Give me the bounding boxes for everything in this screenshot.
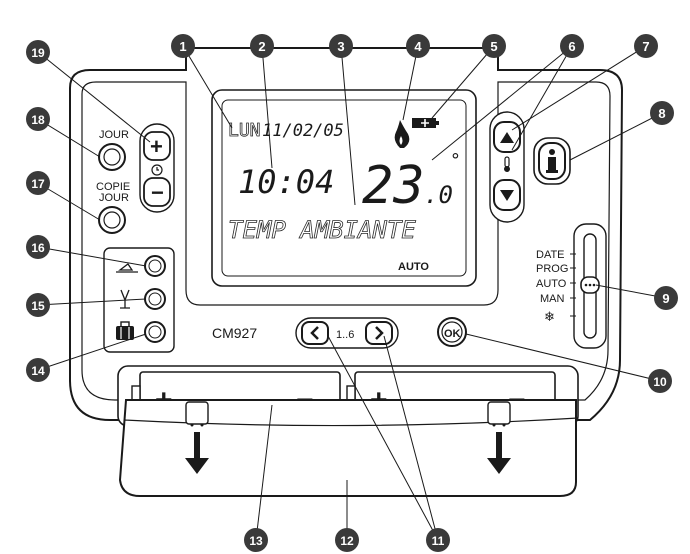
svg-text:2: 2 — [258, 39, 265, 54]
model-label: CM927 — [212, 325, 257, 341]
mode-slider-knob[interactable] — [580, 276, 600, 294]
callout-leaders — [37, 45, 667, 541]
lcd-time: 10:04 — [238, 163, 334, 201]
flame-icon-inner — [399, 136, 403, 145]
lcd-day: LUN — [228, 120, 261, 141]
program-next-button[interactable] — [365, 321, 393, 345]
callout-15: 15 — [26, 293, 50, 317]
callout-9: 9 — [654, 286, 678, 310]
day-off-button[interactable] — [144, 288, 166, 310]
suitcase-icon — [116, 321, 134, 340]
callout-7: 7 — [634, 34, 658, 58]
callout-8: 8 — [650, 101, 674, 125]
svg-text:14: 14 — [31, 364, 45, 378]
lcd-mode: AUTO — [398, 261, 429, 273]
copy-day-label-line2: JOUR — [99, 192, 129, 204]
lcd-temperature: 23 — [362, 156, 425, 216]
callout-16: 16 — [26, 235, 50, 259]
mode-label-date: DATE — [536, 249, 565, 261]
callout-3: 3 — [329, 34, 353, 58]
lcd-date: 11/02/05 — [262, 121, 344, 141]
callout-6: 6 — [560, 34, 584, 58]
svg-text:15: 15 — [31, 299, 45, 313]
svg-text:10: 10 — [653, 375, 667, 389]
mode-label-prog: PROG — [536, 263, 568, 275]
svg-text:6: 6 — [568, 39, 575, 54]
callout-12: 12 — [335, 528, 359, 552]
party-button[interactable] — [144, 255, 166, 277]
callout-19: 19 — [26, 40, 50, 64]
program-range-label: 1..6 — [336, 329, 354, 341]
cover-tab-left — [185, 401, 209, 427]
cover-tab-right — [487, 401, 511, 427]
clock-icon — [151, 164, 163, 176]
holiday-button[interactable] — [144, 321, 166, 343]
battery-icon — [412, 118, 439, 128]
svg-text:8: 8 — [658, 106, 665, 121]
svg-text:+: + — [150, 134, 163, 159]
svg-text:11: 11 — [432, 534, 445, 548]
svg-text:7: 7 — [642, 39, 649, 54]
day-button[interactable] — [98, 143, 126, 171]
svg-text:9: 9 — [662, 291, 669, 306]
party-icon — [116, 263, 138, 273]
svg-text:18: 18 — [31, 113, 45, 127]
lcd-degree: ° — [450, 150, 461, 171]
svg-text:4: 4 — [414, 39, 422, 54]
callout-10: 10 — [648, 369, 672, 393]
flame-icon — [394, 120, 410, 148]
mode-label-frost: ❄ — [544, 309, 555, 324]
ok-button[interactable]: OK — [437, 317, 467, 347]
callout-18: 18 — [26, 107, 50, 131]
svg-text:1: 1 — [179, 39, 186, 54]
arrow-down-icon — [487, 432, 511, 474]
callout-4: 4 — [406, 34, 430, 58]
mode-ticks — [570, 253, 576, 317]
callout-17: 17 — [26, 171, 50, 195]
time-minus-button[interactable]: − — [143, 177, 171, 207]
svg-text:3: 3 — [337, 39, 344, 54]
copy-day-button[interactable] — [98, 206, 126, 234]
svg-text:5: 5 — [490, 39, 497, 54]
lcd-message: TEMP AMBIANTE — [228, 216, 416, 244]
svg-text:13: 13 — [249, 534, 263, 548]
svg-text:16: 16 — [31, 241, 45, 255]
mode-label-man: MAN — [540, 293, 565, 305]
arrow-down-icon — [185, 432, 209, 474]
copy-day-label-line1: COPIE — [96, 181, 130, 193]
temperature-down-button[interactable] — [493, 179, 521, 211]
thermometer-icon — [504, 156, 510, 172]
svg-text:12: 12 — [340, 534, 354, 548]
svg-text:19: 19 — [31, 46, 45, 60]
svg-text:OK: OK — [444, 328, 461, 340]
svg-text:−: − — [151, 180, 164, 205]
callout-13: 13 — [244, 528, 268, 552]
temperature-up-button[interactable] — [493, 121, 521, 153]
info-button[interactable] — [533, 137, 571, 185]
mode-label-auto: AUTO — [536, 278, 567, 290]
time-plus-button[interactable]: + — [143, 131, 171, 161]
program-prev-button[interactable] — [301, 321, 329, 345]
callout-11: 11 — [426, 528, 450, 552]
svg-text:17: 17 — [31, 177, 45, 191]
callout-14: 14 — [26, 358, 50, 382]
day-button-label: JOUR — [99, 129, 129, 141]
callout-1: 1 — [171, 34, 195, 58]
callout-2: 2 — [250, 34, 274, 58]
callout-5: 5 — [482, 34, 506, 58]
lcd-temperature-decimal: .0 — [424, 181, 453, 209]
